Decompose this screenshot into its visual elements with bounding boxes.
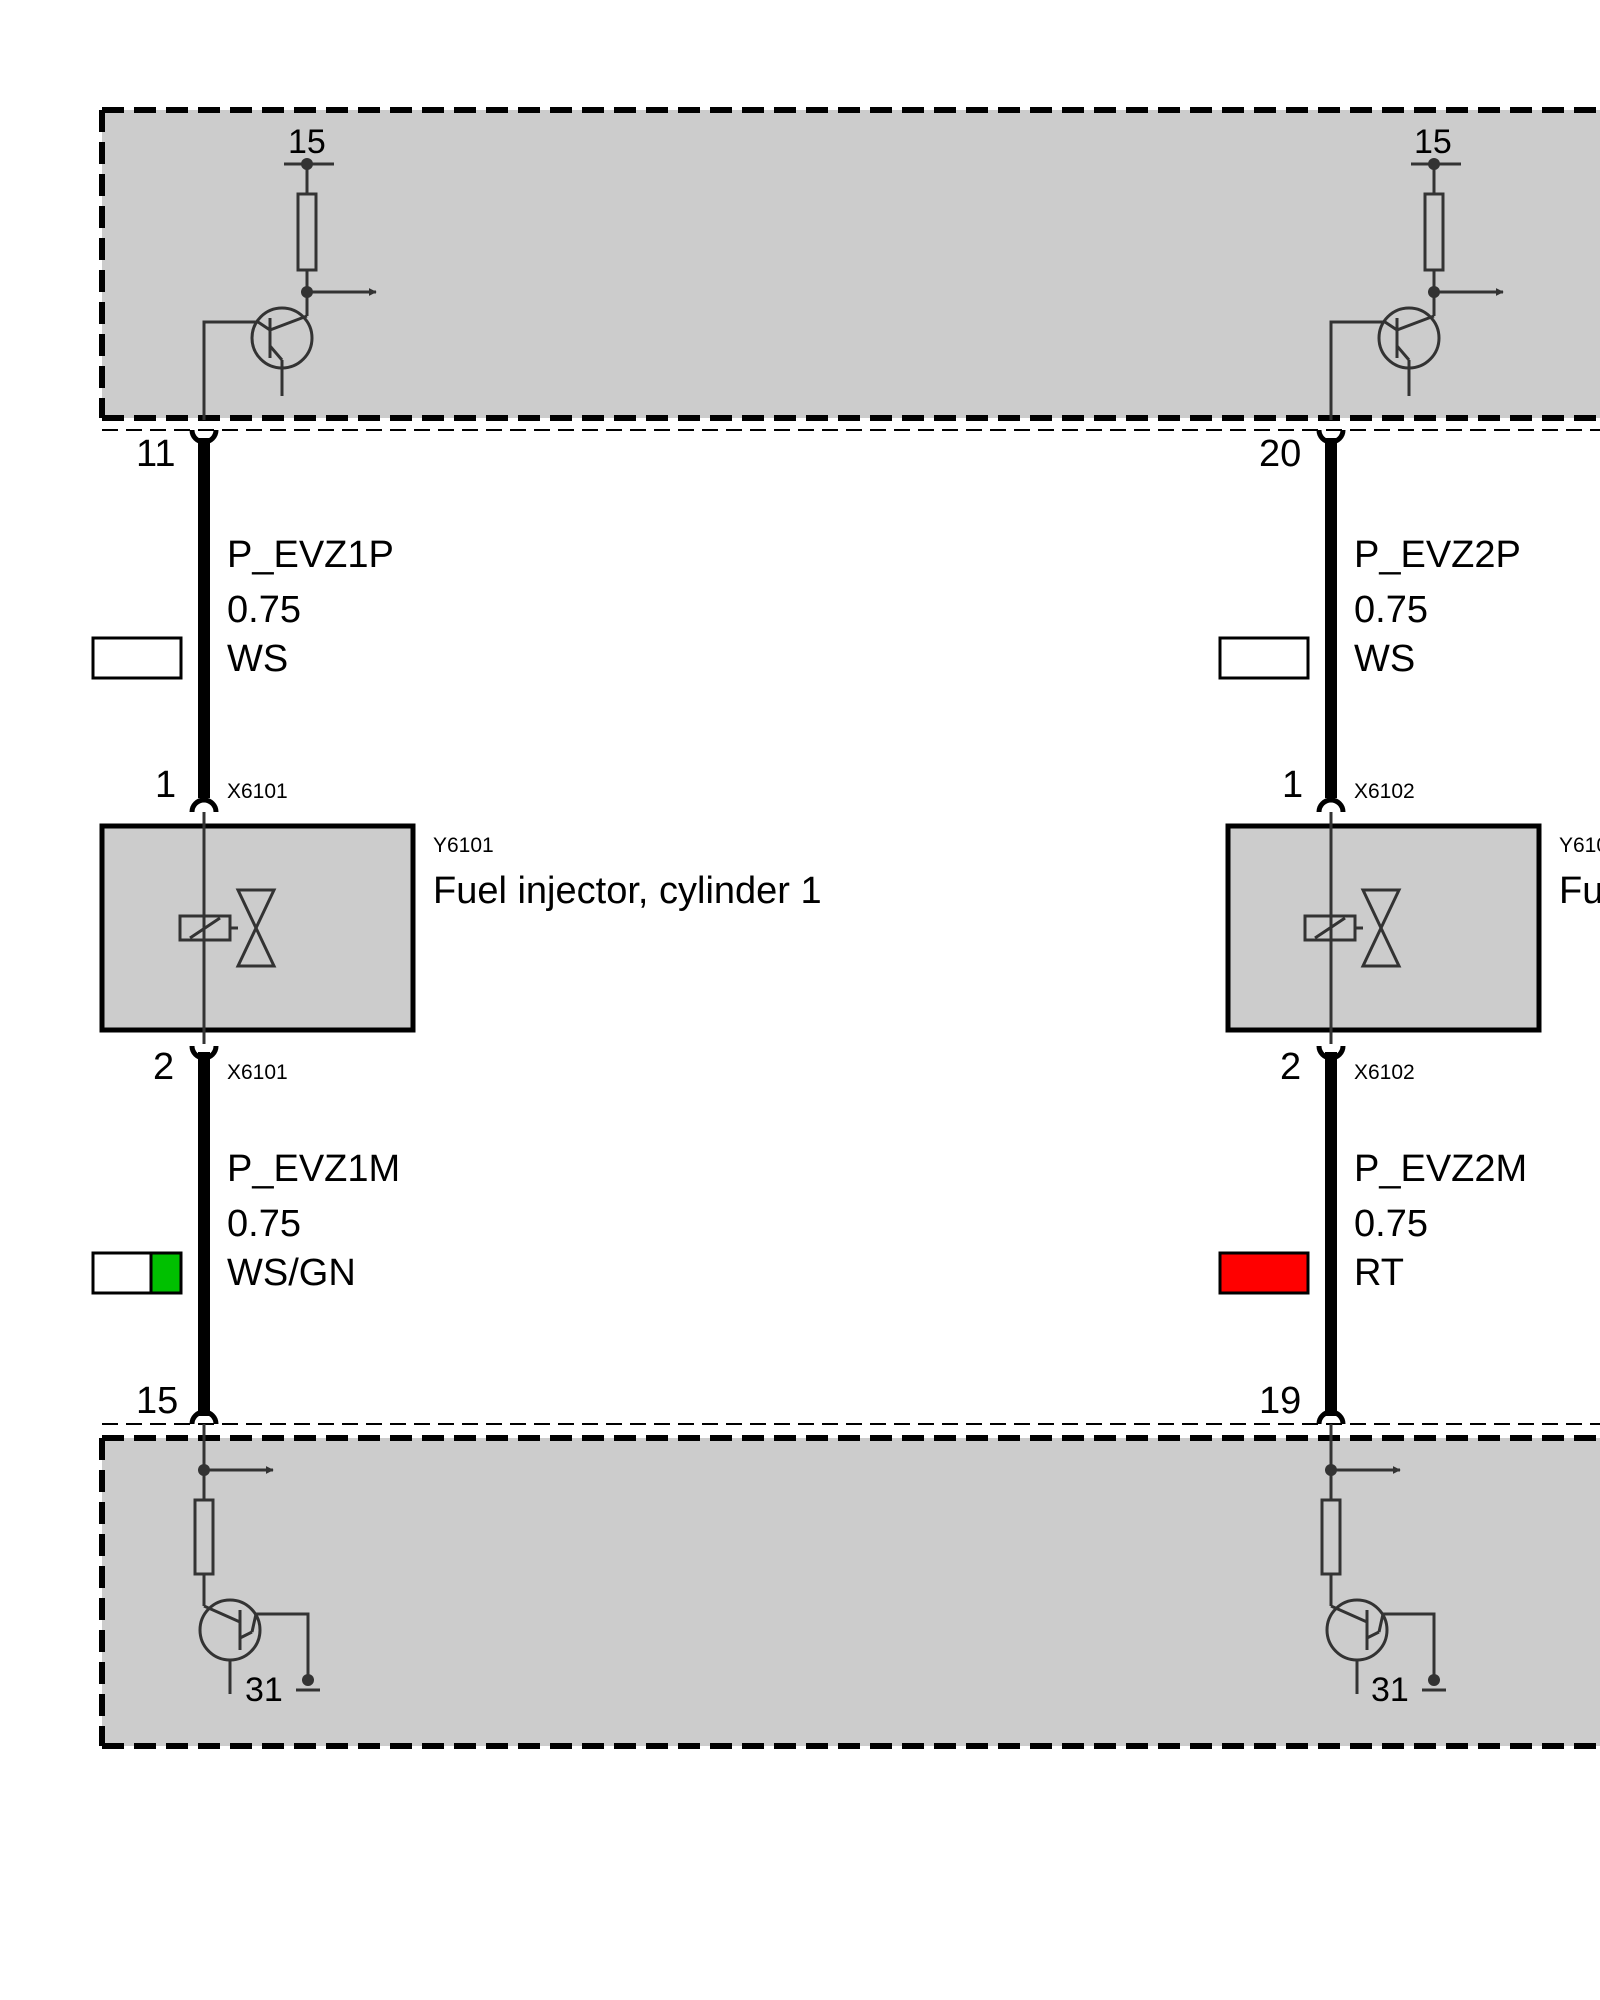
connector-label-bottom: X6102 [1354, 1061, 1415, 1084]
component-body [1225, 823, 1542, 1033]
component-pin-bottom-label: 2 [1280, 1046, 1301, 1088]
pin-arc-component-top [1316, 797, 1346, 813]
high-side-driver [202, 158, 377, 420]
pin-arc-bottom [189, 1409, 219, 1425]
component-id: Y6102 [1559, 834, 1600, 857]
supply-label-right: 15 [1414, 123, 1452, 161]
bottom-pin-label: 19 [1259, 1380, 1301, 1422]
fuel-injector-2 [1225, 812, 1542, 1044]
upper-wire-color: WS [227, 638, 288, 680]
lower-wire-color: WS/GN [227, 1252, 356, 1294]
lower-wire-swatch-ws [91, 1251, 153, 1295]
circuit-cylinder-2: 20 P_EVZ2P 0.75 WS 1 X6102 Y6102 Fuel in… [1218, 158, 1600, 1694]
connector-label-bottom: X6101 [227, 1061, 288, 1084]
upper-wire-gauge: 0.75 [227, 589, 301, 631]
component-id: Y6101 [433, 834, 494, 857]
wire-lower [198, 1052, 210, 1416]
circuit-cylinder-1: 11 P_EVZ1P 0.75 WS 1 X6101 Y6101 Fuel in… [91, 158, 822, 1694]
valve-symbol [235, 888, 277, 968]
bottom-pin-label: 15 [136, 1380, 178, 1422]
upper-wire-signal: P_EVZ1P [227, 534, 394, 576]
supply-node [301, 158, 313, 170]
ground-node [1428, 1674, 1440, 1686]
component-pin-top-label: 1 [1282, 764, 1303, 806]
upper-wire-color: WS [1354, 638, 1415, 680]
module-bottom-shading [102, 1438, 1600, 1746]
valve-symbol [1360, 888, 1402, 968]
control-module-top [99, 107, 1600, 431]
upper-wire-swatch [1218, 636, 1310, 680]
component-pin-bottom-label: 2 [153, 1046, 174, 1088]
control-module-bottom [99, 1423, 1600, 1749]
wire-lower [1325, 1052, 1337, 1416]
wire-upper [1325, 438, 1337, 798]
component-name: Fuel injector, cylinder 2 [1559, 870, 1600, 912]
pin-arc-bottom [1316, 1409, 1346, 1425]
low-side-driver [1320, 1424, 1446, 1694]
supply-label-left: 15 [288, 123, 326, 161]
top-pin-label: 20 [1259, 433, 1301, 475]
lower-wire-gauge: 0.75 [1354, 1203, 1428, 1245]
upper-wire-swatch [91, 636, 183, 680]
low-side-driver [193, 1424, 320, 1694]
pin-arc-component-top [189, 797, 219, 813]
component-pin-top-label: 1 [155, 764, 176, 806]
connector-label-top: X6102 [1354, 780, 1415, 803]
ground-label-left: 31 [245, 1671, 283, 1709]
ground-label-right: 31 [1371, 1671, 1409, 1709]
lower-wire-signal: P_EVZ2M [1354, 1148, 1527, 1190]
lower-wire-color: RT [1354, 1252, 1404, 1294]
lower-wire-signal: P_EVZ1M [227, 1148, 400, 1190]
high-side-driver [1329, 158, 1504, 420]
ground-node [302, 1674, 314, 1686]
supply-node [1428, 158, 1440, 170]
lower-wire-swatch-gn [149, 1251, 183, 1295]
component-name: Fuel injector, cylinder 1 [433, 870, 822, 912]
module-top-shading [102, 110, 1600, 418]
fuel-injector-1 [99, 812, 416, 1044]
upper-wire-gauge: 0.75 [1354, 589, 1428, 631]
wire-upper [198, 438, 210, 798]
lower-wire-gauge: 0.75 [227, 1203, 301, 1245]
lower-wire-swatch-rt [1218, 1251, 1310, 1295]
top-pin-label: 11 [136, 433, 175, 475]
connector-label-top: X6101 [227, 780, 288, 803]
upper-wire-signal: P_EVZ2P [1354, 534, 1521, 576]
